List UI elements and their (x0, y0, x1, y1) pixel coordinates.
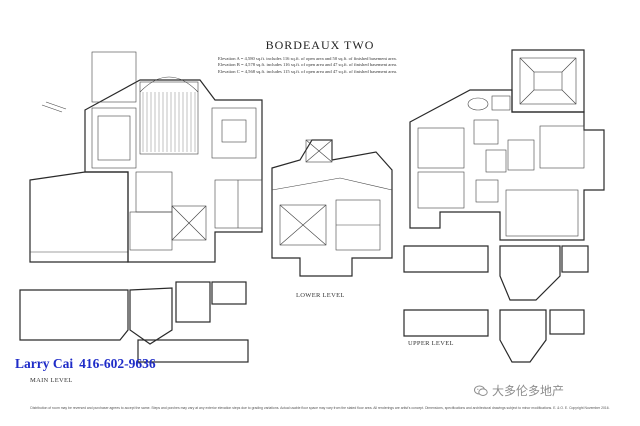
elevation-c-note: Elevation C = 4,568 sq.ft. includes 115 … (218, 68, 398, 74)
agent-phone: 416-602-9636 (79, 356, 156, 371)
great-room-hatching (142, 92, 196, 152)
main-level-label: MAIN LEVEL (30, 377, 73, 384)
elevation-notes: Elevation A = 4,580 sq.ft. includes 116 … (218, 56, 458, 75)
wechat-watermark: 大多伦多地产 (474, 382, 564, 399)
upper-level-plan (403, 49, 605, 363)
upper-level-label: UPPER LEVEL (408, 340, 454, 347)
elevation-b-note: Elevation B = 4,578 sq.ft. includes 116 … (218, 62, 398, 68)
watermark-text: 大多伦多地产 (492, 384, 565, 398)
lower-level-label: LOWER LEVEL (296, 292, 345, 299)
wechat-icon (474, 385, 488, 396)
elevation-a-note: Elevation A = 4,580 sq.ft. includes 116 … (218, 56, 397, 61)
main-level-plan (19, 51, 263, 363)
agent-contact: Larry Cai 416-602-9636 (15, 356, 156, 372)
disclaimer: Distribution of room may be reversed and… (30, 406, 610, 410)
lower-level-plan (271, 139, 393, 277)
plan-title: BORDEAUX TWO (265, 38, 375, 52)
agent-name: Larry Cai (15, 356, 74, 371)
